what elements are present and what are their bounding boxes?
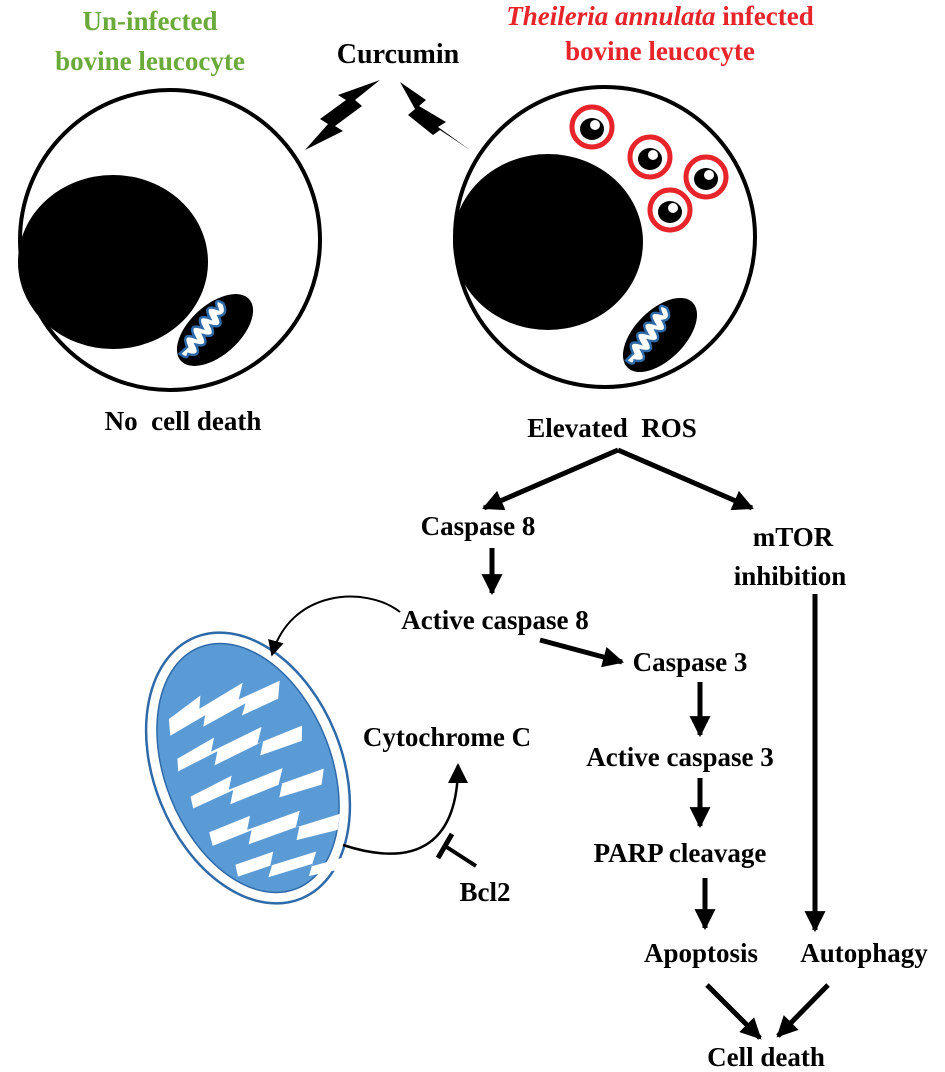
uninfected-nucleus (18, 175, 208, 349)
infected-word: infected (716, 1, 814, 31)
arrow-active8-to-caspase3 (539, 637, 625, 668)
arrow-active8-to-mitochondrion (268, 595, 401, 657)
active-caspase8-label: Active caspase 8 (401, 605, 588, 635)
active-caspase3-label: Active caspase 3 (586, 742, 773, 772)
uninfected-cell (18, 88, 322, 392)
infected-species-name: Theileria annulata (506, 1, 715, 31)
elevated-ros-label: Elevated ROS (527, 413, 697, 443)
curcumin-label: Curcumin (337, 39, 460, 70)
parasite-2-icon (627, 134, 673, 180)
caspase3-label: Caspase 3 (633, 647, 748, 677)
cytochrome-c-label: Cytochrome C (363, 722, 531, 752)
lightning-bolt-left-icon (305, 80, 380, 150)
parasite-3-icon (683, 154, 729, 200)
infected-label-line1: Theileria annulata infected (506, 1, 814, 31)
uninfected-label-line2: bovine leucocyte (55, 46, 245, 76)
bcl2-inhibition-bar (435, 832, 455, 860)
parasite-1-icon (569, 104, 615, 150)
uninfected-label-line1: Un-infected (83, 6, 218, 36)
arrow-ros-to-mtor (617, 447, 754, 511)
uninfected-mitochondrion-icon (176, 294, 254, 366)
bcl2-label: Bcl2 (460, 877, 511, 907)
apoptosis-label: Apoptosis (644, 938, 758, 968)
infected-mitochondrion-icon (622, 297, 698, 373)
mtor-label-line1: mTOR (753, 522, 834, 552)
cell-death-label: Cell death (707, 1042, 825, 1072)
infected-label-line2: bovine leucocyte (565, 36, 755, 66)
mtor-label-line2: inhibition (734, 561, 847, 591)
parp-cleavage-label: PARP cleavage (594, 838, 767, 868)
infected-nucleus (453, 154, 643, 330)
parasite-4-icon (647, 187, 693, 233)
caspase8-label: Caspase 8 (421, 511, 536, 541)
infected-cell (453, 85, 757, 389)
large-mitochondrion-icon (144, 631, 352, 905)
arrow-autophagy-to-death (776, 983, 830, 1038)
uninfected-outcome-label: No cell death (105, 406, 262, 436)
autophagy-label: Autophagy (800, 938, 928, 968)
arrow-ros-to-caspase8 (482, 447, 619, 511)
arrow-apoptosis-to-death (705, 983, 762, 1040)
arrow-mitochondrion-to-cytochrome (342, 763, 468, 855)
lightning-bolt-right-icon (400, 82, 470, 150)
bcl2-inhibition-line (443, 844, 478, 868)
